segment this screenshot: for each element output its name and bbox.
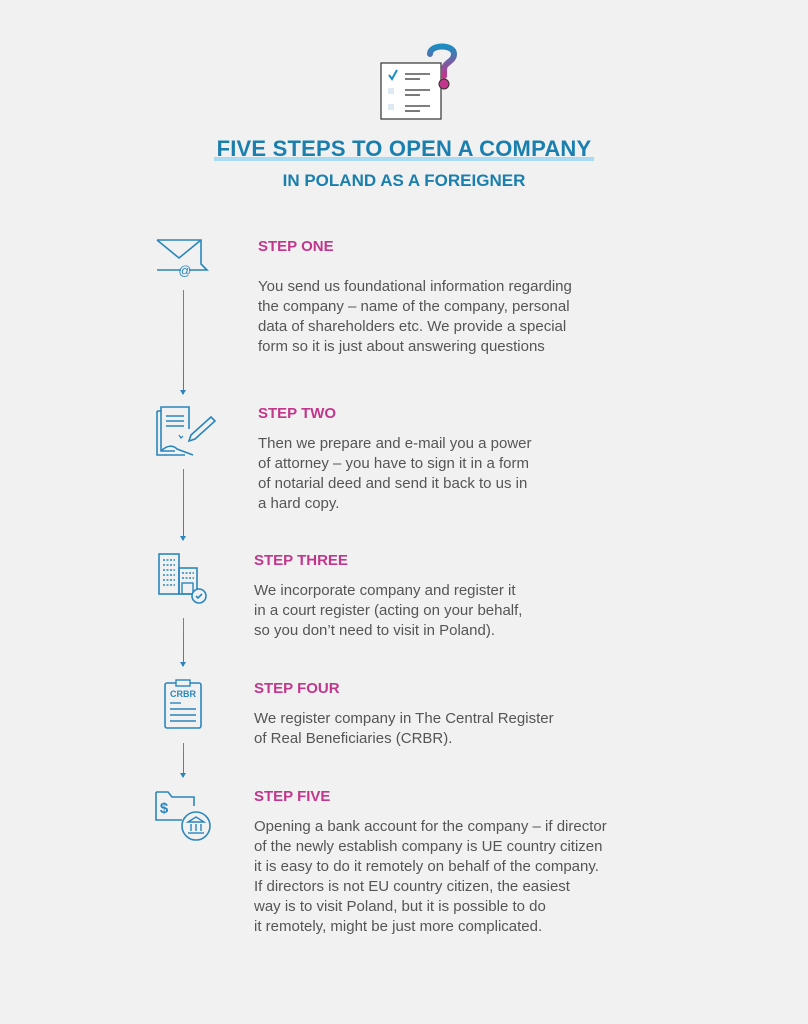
arrow-down-icon [180, 290, 186, 395]
step-one-text: You send us foundational information reg… [258, 278, 572, 355]
step-two-text: Then we prepare and e-mail you a power o… [258, 435, 532, 512]
page-title: FIVE STEPS TO OPEN A COMPANY [0, 136, 808, 162]
step-five-title: STEP FIVE [254, 788, 331, 805]
step-three-title: STEP THREE [254, 552, 348, 569]
checklist-question-icon [380, 43, 458, 120]
envelope-at-icon: @ [156, 239, 209, 278]
arrow-down-icon [180, 743, 186, 778]
building-check-icon [158, 553, 207, 604]
step-three-text: We incorporate company and register it i… [254, 582, 523, 639]
step-five-text: Opening a bank account for the company –… [254, 818, 607, 935]
step-four-title: STEP FOUR [254, 680, 340, 697]
svg-text:CRBR: CRBR [170, 689, 196, 699]
step-two-title: STEP TWO [258, 405, 337, 422]
svg-text:@: @ [178, 263, 191, 278]
step-four-text: We register company in The Central Regis… [254, 710, 554, 747]
page-subtitle: IN POLAND AS A FOREIGNER [282, 171, 526, 190]
step-one-title: STEP ONE [258, 238, 334, 255]
bank-folder-icon: $ [155, 791, 211, 841]
arrow-down-icon [180, 469, 186, 541]
svg-text:$: $ [160, 800, 169, 817]
arrow-down-icon [180, 618, 186, 667]
document-sign-icon [156, 406, 217, 456]
crbr-clipboard-icon: CRBR [164, 679, 202, 729]
